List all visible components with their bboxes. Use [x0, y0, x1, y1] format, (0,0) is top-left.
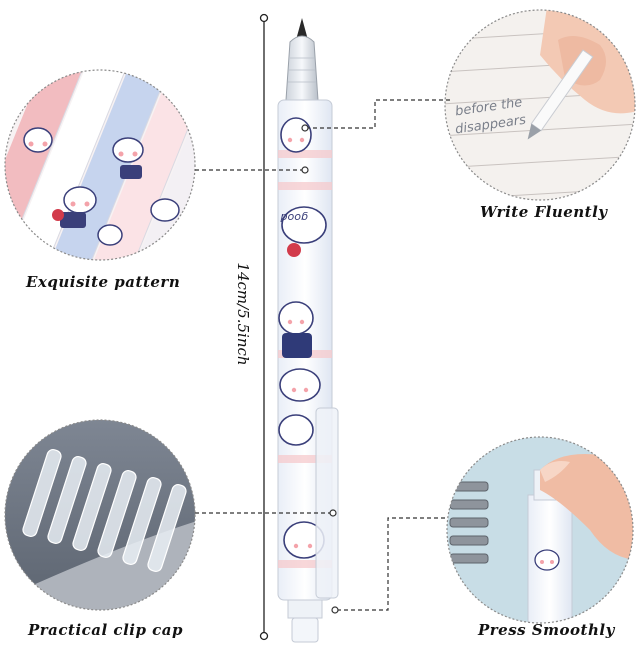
caption-write-fluently: Write Fluently	[480, 203, 608, 221]
pattern-detail-image	[5, 70, 195, 260]
dimension-line	[259, 13, 269, 641]
dimension-label: 14cm/5.5inch	[234, 262, 252, 366]
caption-press-smoothly: Press Smoothly	[478, 621, 615, 639]
clip-cap-detail-image	[5, 420, 195, 610]
pen-print-text: good	[280, 211, 308, 224]
caption-exquisite-pattern: Exquisite pattern	[26, 273, 181, 291]
connector-lines	[195, 99, 450, 611]
press-detail-image	[447, 437, 633, 623]
caption-practical-clip-cap: Practical clip cap	[28, 621, 184, 639]
pen-illustration	[277, 18, 339, 643]
